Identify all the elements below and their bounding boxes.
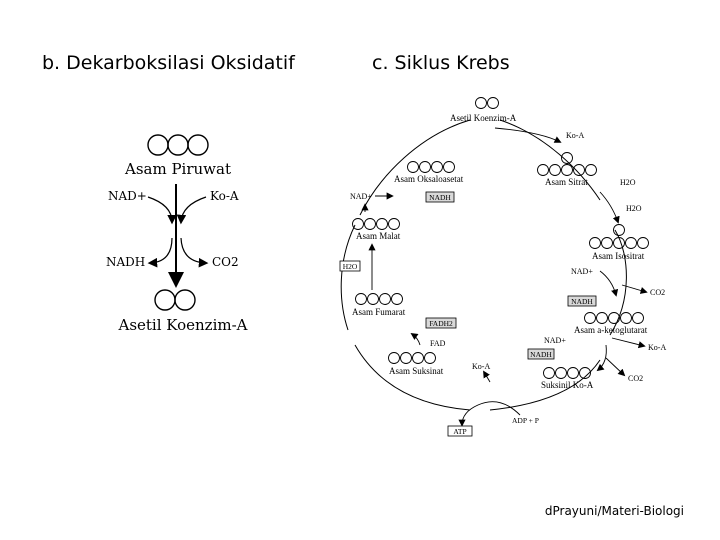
cycle-arc-bottom-right — [489, 359, 601, 411]
fumarate-carbons — [355, 293, 403, 305]
nadh-out-arrow — [147, 237, 173, 268]
krebs-adp-p-label: ADP + P — [512, 416, 539, 425]
coa-right-arrow — [611, 337, 646, 349]
co2-right-2-arrow — [605, 357, 626, 377]
pyruvate-label: Asam Piruwat — [124, 160, 231, 178]
decarboxylation-diagram: Asam Piruwat NAD+ Ko-A NADH CO2 Asetil K… — [106, 134, 248, 334]
acetyl-carbons — [154, 289, 196, 311]
succinate-to-fumarate-arrow — [410, 333, 421, 346]
coa-label: Ko-A — [210, 189, 239, 203]
ketoglutarate-label: Asam a-ketoglutarat — [574, 325, 648, 335]
nad-plus-label: NAD+ — [108, 189, 147, 203]
fumarate-label: Asam Fumarat — [352, 307, 406, 317]
oxaloacetate-carbons — [407, 161, 455, 173]
coa-bottom-arrow — [483, 370, 491, 383]
krebs-nadh-right-1-label: NADH — [571, 297, 593, 306]
co2-right-1-arrow — [621, 284, 648, 294]
krebs-nad-right-2-label: NAD+ — [544, 336, 566, 345]
heading-krebs-cycle: c. Siklus Krebs — [372, 52, 510, 74]
co2-out-arrow — [180, 237, 209, 268]
krebs-coa-top-label: Ko-A — [566, 131, 584, 140]
coa-in-arrow — [176, 196, 207, 225]
fadh2-box — [425, 317, 457, 329]
atp-box — [447, 425, 473, 437]
citrate-h2o-label: H2O — [620, 178, 636, 187]
krebs-coa-bottom-label: Ko-A — [472, 362, 490, 371]
krebs-cycle-diagram: Asetil Koenzim-A Ko-A Asam Oksaloasetat … — [339, 97, 666, 437]
atp-formation-arrow — [458, 401, 521, 427]
citrate-h2o-2-label: H2O — [626, 204, 642, 213]
isocitrate-carbons — [589, 224, 649, 249]
cycle-arc-left — [340, 224, 356, 331]
succinyl-coa-carbons — [543, 367, 591, 379]
krebs-acetyl-coa-label: Asetil Koenzim-A — [450, 113, 517, 123]
isocitrate-label: Asam Isositrat — [592, 251, 645, 261]
krebs-h2o-left-label: H2O — [343, 262, 358, 271]
citrate-carbons — [537, 152, 597, 176]
acetyl-coa-carbons — [475, 97, 499, 109]
co2-label: CO2 — [212, 255, 239, 269]
nadh-right-1-box — [567, 295, 597, 307]
citrate-label: Asam Sitrat — [545, 177, 588, 187]
oxaloacetate-label: Asam Oksaloasetat — [394, 174, 464, 184]
footer-credit: dPrayuni/Materi-Biologi — [544, 504, 684, 518]
krebs-nad-left-label: NAD+ — [350, 192, 372, 201]
ketoglutarate-carbons — [584, 312, 644, 324]
cycle-arc-top-left — [359, 119, 471, 216]
krebs-coa-right-label: Ko-A — [648, 343, 666, 352]
ketoglutarate-to-succinyl-arrow — [596, 344, 607, 372]
h2o-left-box — [339, 260, 361, 272]
succinate-label: Asam Suksinat — [389, 366, 444, 376]
succinate-carbons — [388, 352, 436, 364]
nadh-left-box — [425, 191, 455, 203]
krebs-atp-label: ATP — [453, 427, 466, 436]
cycle-arc-top-right — [499, 119, 601, 201]
malate-label: Asam Malat — [356, 231, 401, 241]
malate-carbons — [352, 218, 400, 230]
isocitrate-oxidation-arrow — [599, 270, 619, 297]
nadh-label: NADH — [106, 255, 145, 269]
krebs-fadh2-label: FADH2 — [429, 319, 453, 328]
krebs-nadh-left-label: NADH — [429, 193, 451, 202]
citrate-to-isocitrate-arrow — [599, 191, 620, 224]
nadh-right-2-box — [527, 348, 555, 360]
krebs-nadh-right-2-label: NADH — [530, 350, 552, 359]
krebs-nad-right-1-label: NAD+ — [571, 267, 593, 276]
heading-oxidative-decarboxylation: b. Dekarboksilasi Oksidatif — [42, 52, 295, 74]
nad-in-arrow — [147, 196, 177, 225]
pyruvate-carbons — [147, 134, 209, 156]
krebs-co2-right-2-label: CO2 — [628, 374, 643, 383]
acetyl-coa-label: Asetil Koenzim-A — [118, 316, 248, 334]
coa-release-arrow — [494, 127, 562, 143]
krebs-fad-label: FAD — [430, 339, 446, 348]
cycle-arc-bottom-left — [354, 344, 471, 411]
succinyl-coa-label: Suksinil Ko-A — [541, 380, 594, 390]
krebs-co2-right-1-label: CO2 — [650, 288, 665, 297]
